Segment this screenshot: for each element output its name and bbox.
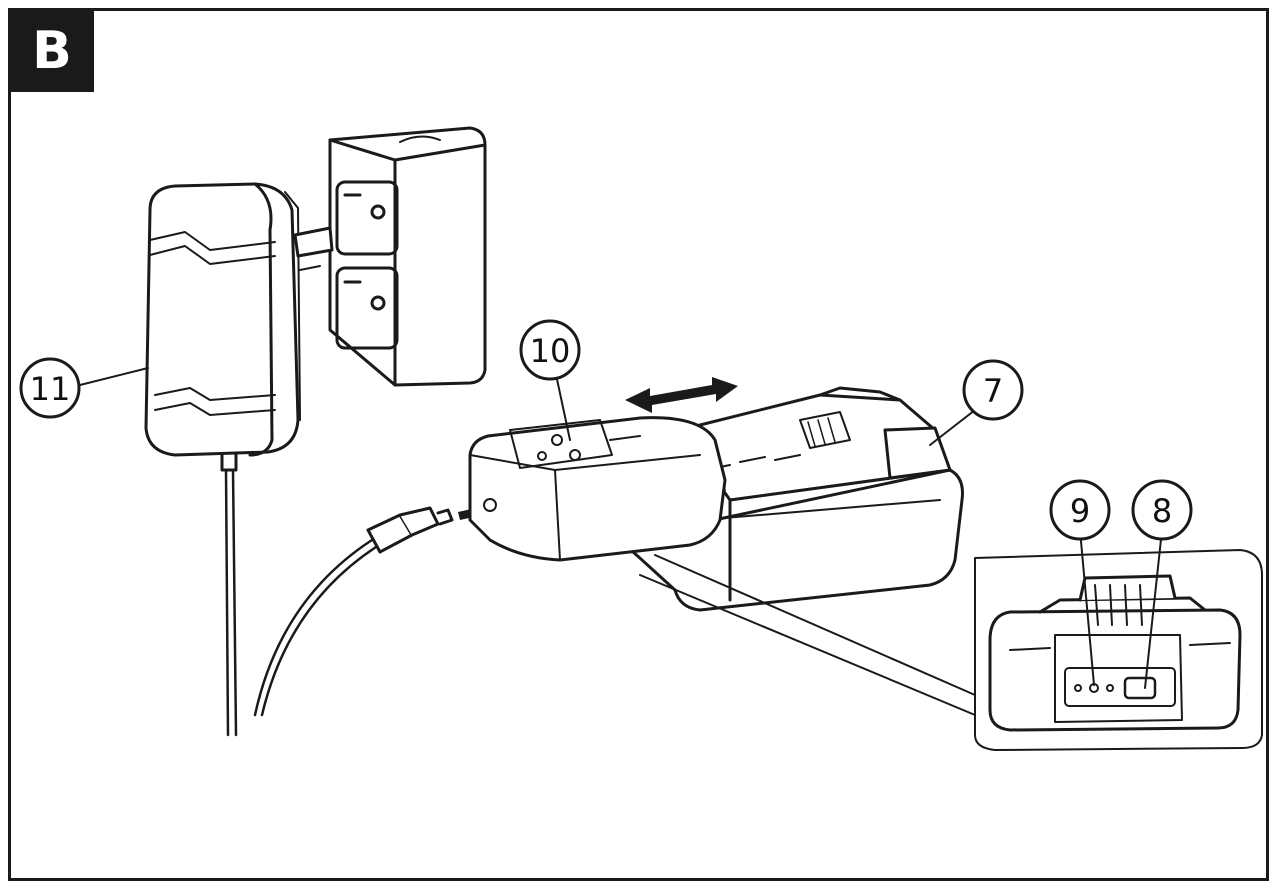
svg-text:10: 10 bbox=[530, 332, 571, 370]
inset-detail bbox=[639, 549, 1263, 751]
charger-unit bbox=[468, 416, 727, 562]
callout-led: 9 bbox=[1049, 479, 1111, 541]
callout-charger: 10 bbox=[519, 319, 581, 381]
battery-pack bbox=[618, 386, 964, 612]
wall-socket bbox=[328, 126, 487, 387]
dc-plug bbox=[253, 506, 454, 717]
leader-socket bbox=[1144, 529, 1163, 689]
svg-text:8: 8 bbox=[1152, 492, 1172, 530]
svg-text:9: 9 bbox=[1070, 492, 1090, 530]
svg-text:11: 11 bbox=[30, 370, 71, 408]
power-adapter bbox=[144, 182, 334, 737]
panel-label: B bbox=[10, 10, 94, 92]
leader-led bbox=[1079, 529, 1095, 686]
leader-battery bbox=[929, 409, 976, 446]
double-arrow-icon bbox=[625, 377, 738, 413]
svg-text:7: 7 bbox=[983, 372, 1003, 410]
callout-socket: 8 bbox=[1131, 479, 1193, 541]
leader-adapter bbox=[79, 367, 149, 386]
callout-battery: 7 bbox=[962, 359, 1024, 421]
callout-adapter: 11 bbox=[19, 357, 81, 419]
leader-charger bbox=[554, 369, 571, 441]
figure-frame bbox=[8, 8, 1269, 881]
